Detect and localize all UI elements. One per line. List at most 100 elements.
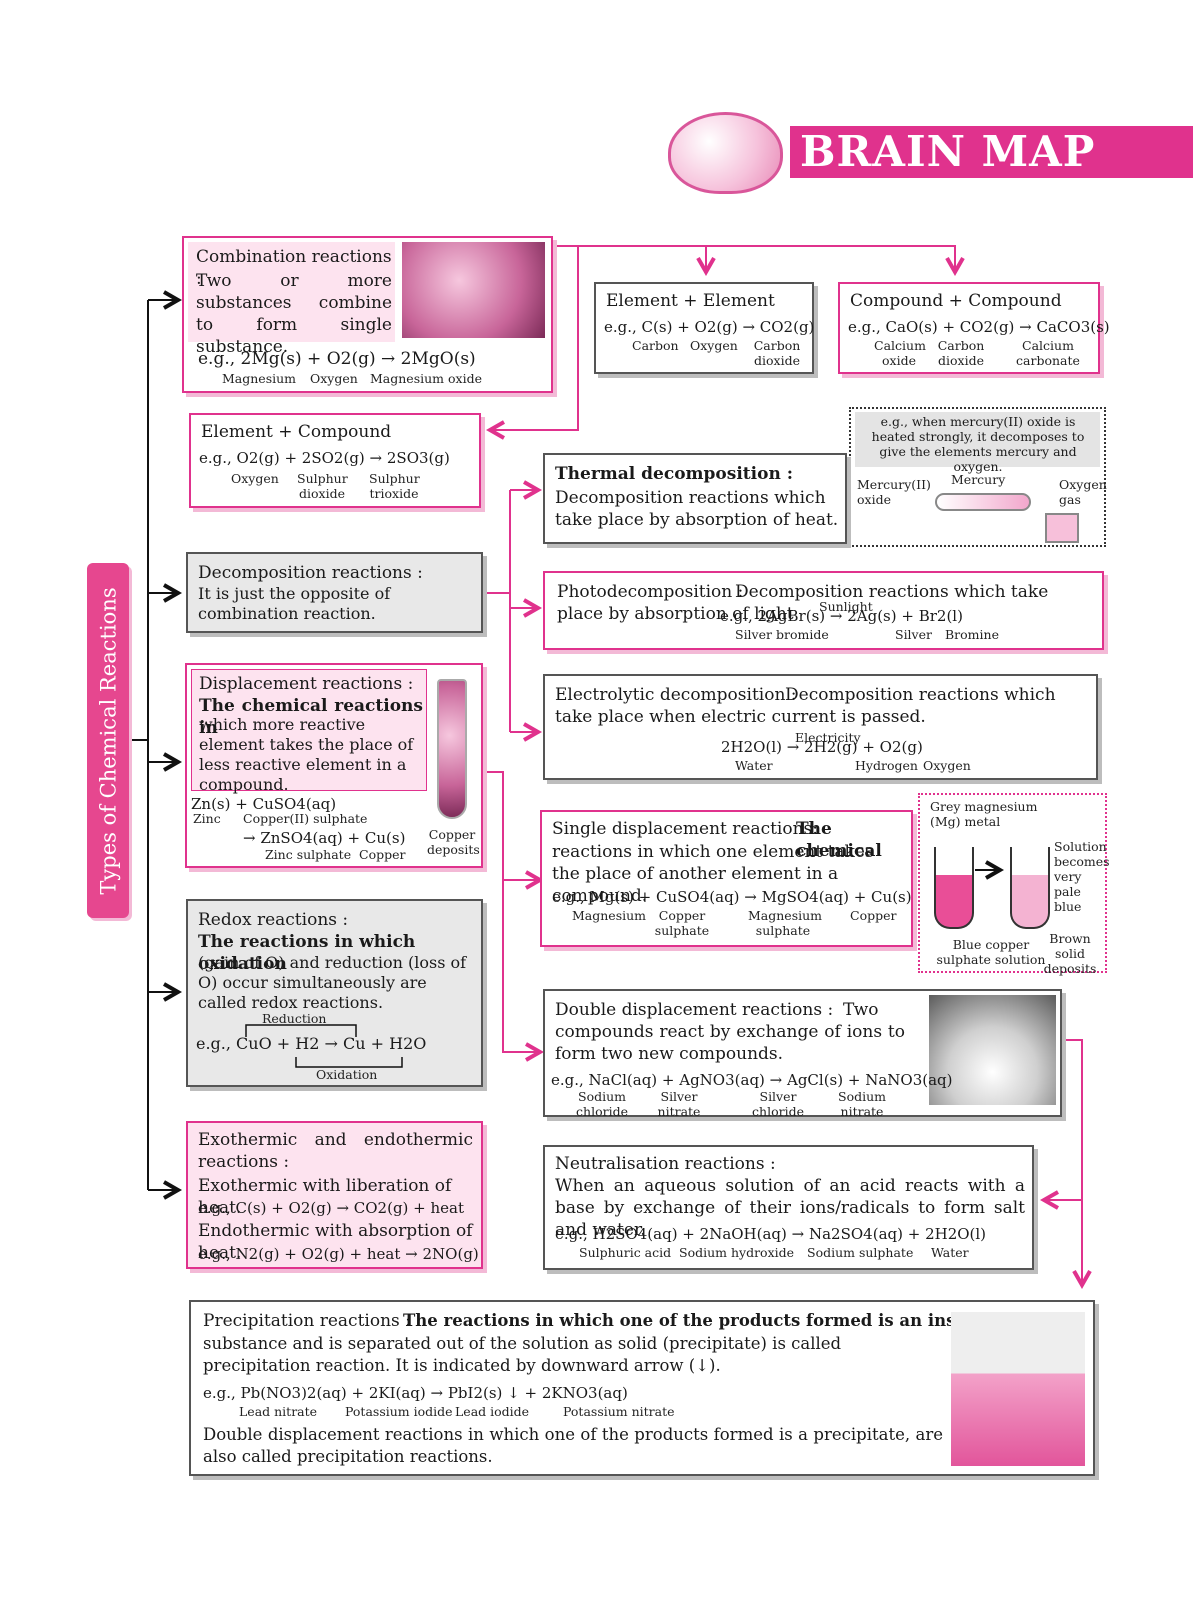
double-label: Silver chloride — [752, 1089, 804, 1119]
burning-magnesium-image — [402, 242, 545, 338]
precip-label: Potassium iodide — [345, 1404, 453, 1419]
element-element-label: Carbon — [632, 338, 679, 353]
double-equation: e.g., NaCl(aq) + AgNO3(aq) → AgCl(s) + N… — [551, 1071, 953, 1089]
precip-label: Lead nitrate — [239, 1404, 318, 1419]
precip-desc: substance and is separated out of the so… — [203, 1334, 842, 1375]
element-element-title: Element + Element — [606, 291, 775, 311]
magnesium-note-box: Grey magnesium (Mg) metal Solution becom… — [918, 793, 1110, 976]
redox-desc-bold: The reactions in which oxidation — [198, 932, 416, 974]
precip-note: Double displacement reactions in which o… — [203, 1425, 943, 1466]
combination-desc: Two or more substances combine to form s… — [196, 271, 392, 357]
photo-label: Silver — [895, 627, 932, 642]
displacement-desc-bold: The chemical reactions in — [199, 696, 423, 738]
mercury-note-text: e.g., when mercury(II) oxide is heated s… — [871, 414, 1085, 474]
element-element-label: Carbon dioxide — [753, 338, 801, 368]
double-box: Double displacement reactions : Two comp… — [543, 989, 1062, 1119]
electrolytic-desc: Decomposition reactions which take place… — [555, 685, 1056, 727]
magnesium-note-label: Blue copper sulphate solution — [936, 937, 1046, 967]
combination-equation: e.g., 2Mg(s) + O2(g) → 2MgO(s) — [198, 349, 476, 369]
beaker-after-icon — [1010, 847, 1050, 929]
single-equation: e.g., Mg(s) + CuSO4(aq) → MgSO4(aq) + Cu… — [552, 888, 912, 906]
exo-title: Exothermic and endothermic reactions : — [198, 1130, 473, 1172]
element-compound-label: Oxygen — [231, 471, 279, 486]
displacement-label: Copper — [359, 847, 406, 862]
displacement-desc: which more reactive element takes the pl… — [199, 715, 414, 794]
precip-desc-bold: The reactions in which one of the produc… — [403, 1311, 1013, 1330]
element-compound-box: Element + Compound e.g., O2(g) + 2SO2(g)… — [189, 413, 481, 508]
displacement-title: Displacement reactions : — [199, 674, 414, 694]
displacement-inner — [191, 669, 427, 791]
endo-equation: e.g., N2(g) + O2(g) + heat → 2NO(g) — [198, 1245, 479, 1263]
single-label: Copper — [850, 908, 897, 923]
mercury-note-label: Oxygen gas — [1059, 477, 1107, 507]
element-element-box: Element + Element e.g., C(s) + O2(g) → C… — [594, 282, 814, 374]
displacement-box: Displacement reactions : The chemical re… — [185, 663, 483, 868]
combination-label: Magnesium oxide — [370, 371, 482, 386]
element-element-equation: e.g., C(s) + O2(g) → CO2(g) — [604, 318, 815, 336]
thermal-desc: Decomposition reactions which take place… — [555, 488, 839, 530]
neutral-title: Neutralisation reactions : — [555, 1154, 776, 1174]
exo-box: Exothermic and endothermic reactions : E… — [186, 1121, 483, 1269]
single-desc-bold: The chemical — [796, 819, 882, 861]
beaker-before-icon — [934, 847, 974, 929]
single-label: Magnesium sulphate — [748, 908, 823, 938]
single-desc: reactions in which one element takes the… — [552, 842, 874, 906]
element-element-label: Oxygen — [690, 338, 738, 353]
neutral-label: Sodium hydroxide — [679, 1245, 795, 1260]
combination-inner — [188, 242, 395, 342]
single-box: Single displacement reactions: The chemi… — [540, 810, 913, 947]
element-compound-label: Sulphur trioxide — [369, 471, 420, 501]
double-label: Sodium nitrate — [838, 1089, 886, 1119]
precip-title: Precipitation reactions : — [203, 1311, 411, 1331]
electrolytic-equation: 2H2O(l) → 2H2(g) + O2(g) — [721, 738, 923, 756]
redox-box: Redox reactions : The reactions in which… — [186, 899, 483, 1087]
double-desc: Two compounds react by exchange of ions … — [555, 1000, 905, 1064]
photo-desc: Decomposition reactions which take place… — [557, 582, 1049, 624]
precip-label: Lead iodide — [455, 1404, 530, 1419]
combination-box: Combination reactions : Two or more subs… — [182, 236, 553, 393]
endo-desc: Endothermic with absorption of heat. — [198, 1221, 473, 1263]
test-tube-image — [437, 679, 467, 819]
displacement-equation-1: Zn(s) + CuSO4(aq) — [191, 795, 337, 813]
page-title: BRAIN MAP — [800, 127, 1096, 176]
heating-apparatus-icon — [935, 493, 1031, 511]
beaker-image — [929, 995, 1056, 1105]
compound-compound-box: Compound + Compound e.g., CaO(s) + CO2(g… — [838, 282, 1110, 374]
mercury-note-box: e.g., when mercury(II) oxide is heated s… — [849, 407, 1107, 547]
displacement-equation-2: → ZnSO4(aq) + Cu(s) — [243, 829, 406, 847]
redox-oxidation-label: Oxidation — [316, 1067, 378, 1082]
combination-label: Oxygen — [310, 371, 358, 386]
compound-compound-title: Compound + Compound — [850, 291, 1062, 311]
thermal-title: Thermal decomposition : — [555, 464, 793, 484]
element-compound-label: Sulphur dioxide — [297, 471, 348, 501]
photo-title: Photodecomposition : — [557, 582, 744, 602]
compound-compound-label: Calcium carbonate — [1016, 338, 1080, 368]
combination-label: Magnesium — [222, 371, 297, 386]
electrolytic-label: Water — [735, 758, 773, 773]
neutral-label: Water — [931, 1245, 969, 1260]
photo-label: Silver bromide — [735, 627, 829, 642]
mercury-note-header — [855, 412, 1100, 467]
double-title: Double displacement reactions : — [555, 1000, 834, 1020]
brain-icon — [668, 112, 783, 194]
displacement-image-label: Copper deposits — [427, 827, 480, 857]
element-compound-title: Element + Compound — [201, 422, 392, 442]
compound-compound-label: Carbon dioxide — [937, 338, 985, 368]
displacement-label: Zinc — [193, 811, 221, 826]
combination-title: Combination reactions : — [196, 247, 392, 289]
magnesium-note-label: Solution becomes very pale blue — [1054, 839, 1110, 914]
double-label: Sodium chloride — [576, 1089, 628, 1119]
decomposition-title: Decomposition reactions : — [198, 563, 423, 583]
exo-desc: Exothermic with liberation of heat. — [198, 1176, 452, 1218]
displacement-label: Zinc sulphate — [265, 847, 352, 862]
element-compound-equation: e.g., O2(g) + 2SO2(g) → 2SO3(g) — [199, 449, 450, 467]
redox-reduction-label: Reduction — [262, 1011, 327, 1026]
mercury-note-label: Mercury — [951, 472, 1006, 487]
compound-compound-equation: e.g., CaO(s) + CO2(g) → CaCO3(s) — [848, 318, 1110, 336]
neutral-label: Sodium sulphate — [807, 1245, 914, 1260]
single-label: Copper sulphate — [654, 908, 710, 938]
decomposition-box: Decomposition reactions : It is just the… — [186, 552, 483, 633]
precip-box: Precipitation reactions : The reactions … — [189, 1300, 1095, 1476]
double-label: Silver nitrate — [657, 1089, 701, 1119]
